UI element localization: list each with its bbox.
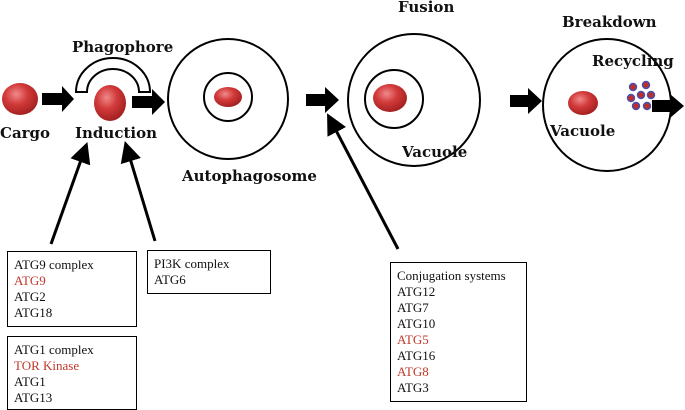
box-row: ATG3 xyxy=(397,380,429,395)
box-row: ATG2 xyxy=(14,289,46,304)
recycling-label: Recycling xyxy=(592,52,674,70)
box-row: ATG9 complex xyxy=(14,257,94,272)
box-row: ATG1 complex xyxy=(14,342,94,357)
breakdown-label: Breakdown xyxy=(562,13,657,31)
autophagosome-label: Autophagosome xyxy=(181,167,317,185)
pointer-pi3k-to-induction xyxy=(120,140,157,242)
recycled-molecules xyxy=(626,80,656,111)
box-row: ATG13 xyxy=(14,390,53,405)
fusion-cargo-blob xyxy=(373,84,407,112)
fusion-label: Fusion xyxy=(398,0,454,16)
box-row: TOR Kinase xyxy=(14,358,80,373)
box-row: PI3K complex xyxy=(154,256,230,271)
atg9-complex-box: ATG9 complex ATG9 ATG2 ATG18 xyxy=(7,251,137,327)
box-row: ATG16 xyxy=(397,348,436,363)
cargo-blob xyxy=(2,83,38,115)
box-row: ATG1 xyxy=(14,374,46,389)
box-row: Conjugation systems xyxy=(397,268,506,283)
induction-label: Induction xyxy=(75,124,157,142)
recycled-molecule xyxy=(626,93,636,103)
fusion-vacuole-label: Vacuole xyxy=(401,143,467,161)
pointer-atg9-to-induction xyxy=(49,142,91,245)
autophagosome-cargo-blob xyxy=(214,87,242,107)
box-row: ATG5 xyxy=(397,332,429,347)
atg1-complex-box: ATG1 complex TOR Kinase ATG1 ATG13 xyxy=(7,336,137,410)
pi3k-complex-box: PI3K complex ATG6 xyxy=(147,250,271,294)
recycled-molecule xyxy=(642,101,652,111)
box-row: ATG6 xyxy=(154,272,186,287)
box-row: ATG12 xyxy=(397,284,436,299)
flow-arrow-3 xyxy=(306,87,339,113)
recycled-molecule xyxy=(641,80,651,90)
pointer-conjugation-to-fusion xyxy=(327,113,400,250)
flow-arrow-1 xyxy=(42,86,74,112)
breakdown-cargo-blob xyxy=(568,91,598,115)
box-row: ATG9 xyxy=(14,273,46,288)
flow-arrow-4 xyxy=(510,88,542,114)
induction-cargo-blob xyxy=(94,85,126,121)
box-row: ATG10 xyxy=(397,316,436,331)
flow-arrow-2 xyxy=(132,89,165,115)
breakdown-vacuole-label: Vacuole xyxy=(549,122,615,140)
recycled-molecule xyxy=(636,90,646,100)
box-row: ATG8 xyxy=(397,364,429,379)
recycled-molecule xyxy=(631,101,641,111)
cargo-label: Cargo xyxy=(0,124,50,142)
conjugation-systems-box: Conjugation systems ATG12 ATG7 ATG10 ATG… xyxy=(390,262,527,402)
phagophore-label: Phagophore xyxy=(72,38,173,56)
box-row: ATG7 xyxy=(397,300,429,315)
recycled-molecule xyxy=(646,90,656,100)
phagophore-membrane xyxy=(74,57,152,93)
recycled-molecule xyxy=(628,82,638,92)
box-row: ATG18 xyxy=(14,305,53,320)
flow-arrow-5 xyxy=(652,94,684,118)
